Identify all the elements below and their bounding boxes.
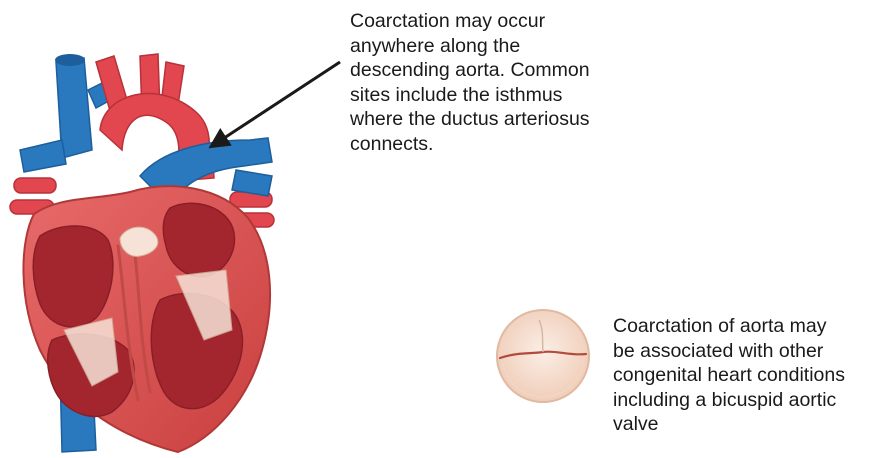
annotation-line: connects. xyxy=(350,132,590,157)
right-atrium xyxy=(33,226,113,327)
coarctation-site-annotation: Coarctation may occur anywhere along the… xyxy=(350,9,590,156)
annotation-line: anywhere along the xyxy=(350,34,590,59)
annotation-line: where the ductus arteriosus xyxy=(350,107,590,132)
annotation-line: Coarctation may occur xyxy=(350,9,590,34)
annotation-line: sites include the isthmus xyxy=(350,83,590,108)
bicuspid-aortic-valve-illustration xyxy=(497,310,589,402)
annotation-line: valve xyxy=(613,412,845,437)
annotation-line: including a bicuspid aortic xyxy=(613,388,845,413)
associated-conditions-annotation: Coarctation of aorta may be associated w… xyxy=(613,314,845,437)
annotation-line: descending aorta. Common xyxy=(350,58,590,83)
pointer-arrow xyxy=(212,62,340,146)
annotation-line: be associated with other xyxy=(613,339,845,364)
heart-cross-section-illustration xyxy=(10,54,274,452)
annotation-line: congenital heart conditions xyxy=(613,363,845,388)
annotation-line: Coarctation of aorta may xyxy=(613,314,845,339)
